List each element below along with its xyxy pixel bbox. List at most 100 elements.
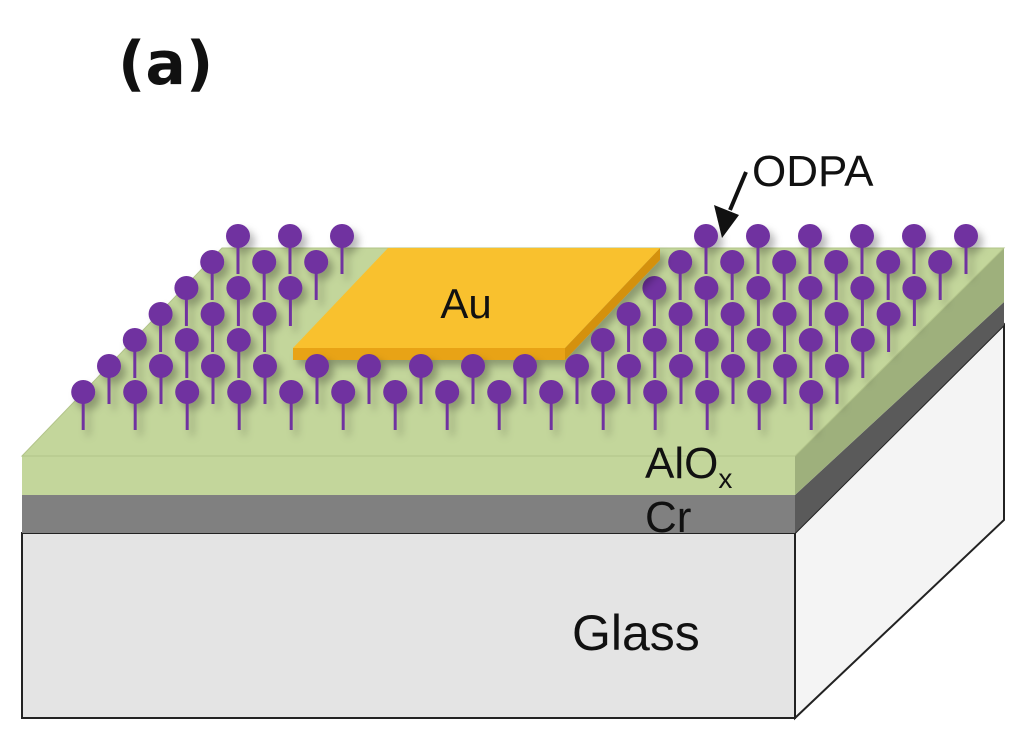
odpa-molecule <box>902 276 927 326</box>
odpa-molecule <box>252 250 277 300</box>
molecule-head <box>149 354 173 378</box>
odpa-molecule <box>252 302 277 352</box>
odpa-molecule <box>149 354 173 404</box>
odpa-molecule <box>383 380 408 430</box>
au-side-edge <box>565 248 660 360</box>
odpa-molecule <box>850 276 875 326</box>
molecule-head <box>487 380 512 404</box>
molecule-head <box>954 224 978 248</box>
molecule-head <box>435 380 460 404</box>
molecule-head <box>539 380 564 404</box>
molecule-head <box>720 250 745 274</box>
odpa-molecule <box>850 328 875 378</box>
molecule-head <box>746 224 770 248</box>
molecule-head <box>122 328 147 352</box>
molecule-head <box>201 354 225 378</box>
molecule-head <box>902 224 926 248</box>
molecule-head <box>304 250 329 274</box>
alox-label-subscript: x <box>718 463 732 494</box>
odpa-molecule <box>669 354 693 404</box>
odpa-molecules-back <box>174 224 978 326</box>
molecule-head <box>772 250 797 274</box>
molecule-head <box>513 354 537 378</box>
odpa-molecule <box>97 354 121 404</box>
odpa-molecule <box>200 302 225 352</box>
odpa-molecule <box>226 328 251 378</box>
molecule-head <box>226 224 250 248</box>
odpa-molecule <box>71 380 96 430</box>
molecule-head <box>694 328 719 352</box>
odpa-molecule <box>694 224 718 274</box>
odpa-molecule <box>174 328 199 378</box>
molecule-head <box>200 302 225 326</box>
odpa-molecule <box>798 276 823 326</box>
molecule-head <box>798 224 822 248</box>
alox-label: AlOx <box>645 439 732 494</box>
odpa-molecule <box>850 224 874 274</box>
molecule-head <box>798 276 823 300</box>
odpa-molecule <box>773 354 797 404</box>
odpa-molecule <box>954 224 978 274</box>
cr-front-face <box>22 495 795 533</box>
arrow-icon <box>714 171 748 238</box>
odpa-molecule <box>772 302 797 352</box>
molecule-head <box>174 328 199 352</box>
odpa-molecule <box>174 276 199 326</box>
odpa-molecule <box>720 302 745 352</box>
alox-side-face <box>795 248 1004 495</box>
molecule-head <box>721 354 745 378</box>
odpa-molecule <box>226 224 250 274</box>
molecule-head <box>200 250 225 274</box>
odpa-molecule <box>201 354 225 404</box>
molecule-head <box>227 380 252 404</box>
panel-label: (a) <box>118 29 213 99</box>
molecule-head <box>252 250 277 274</box>
molecule-head <box>876 250 901 274</box>
odpa-molecule <box>798 224 822 274</box>
molecule-head <box>720 302 745 326</box>
odpa-molecule <box>721 354 745 404</box>
glass-substrate <box>21 322 1005 721</box>
molecule-head <box>123 380 148 404</box>
molecule-head <box>850 276 875 300</box>
glass-label: Glass <box>572 605 700 661</box>
molecule-head <box>175 380 200 404</box>
odpa-molecule <box>200 250 225 300</box>
molecule-head <box>694 276 719 300</box>
molecule-head <box>824 250 849 274</box>
odpa-molecule <box>902 224 926 274</box>
odpa-molecule <box>825 354 849 404</box>
molecule-head <box>331 380 356 404</box>
odpa-molecule <box>798 328 823 378</box>
odpa-molecule <box>487 380 512 430</box>
molecule-head <box>695 380 720 404</box>
cr-layer <box>22 302 1004 533</box>
odpa-molecule <box>747 380 772 430</box>
odpa-molecule <box>513 354 537 404</box>
molecule-head <box>252 302 277 326</box>
molecule-head <box>148 302 173 326</box>
odpa-molecule <box>876 302 901 352</box>
molecule-head <box>772 302 797 326</box>
odpa-molecule <box>668 250 693 300</box>
odpa-molecule <box>746 224 770 274</box>
odpa-molecule <box>304 250 329 300</box>
odpa-molecule <box>642 276 667 326</box>
molecule-head <box>694 224 718 248</box>
odpa-molecule <box>331 380 356 430</box>
molecule-head <box>850 328 875 352</box>
odpa-molecule <box>694 328 719 378</box>
odpa-molecule <box>122 328 147 378</box>
molecule-head <box>746 328 771 352</box>
odpa-molecule <box>799 380 824 430</box>
molecule-head <box>590 328 615 352</box>
molecule-head <box>565 354 589 378</box>
odpa-molecule <box>226 276 251 326</box>
odpa-molecule <box>746 328 771 378</box>
molecule-head <box>461 354 485 378</box>
molecule-head <box>174 276 199 300</box>
odpa-molecule <box>694 276 719 326</box>
molecule-head <box>278 224 302 248</box>
molecule-head <box>773 354 797 378</box>
